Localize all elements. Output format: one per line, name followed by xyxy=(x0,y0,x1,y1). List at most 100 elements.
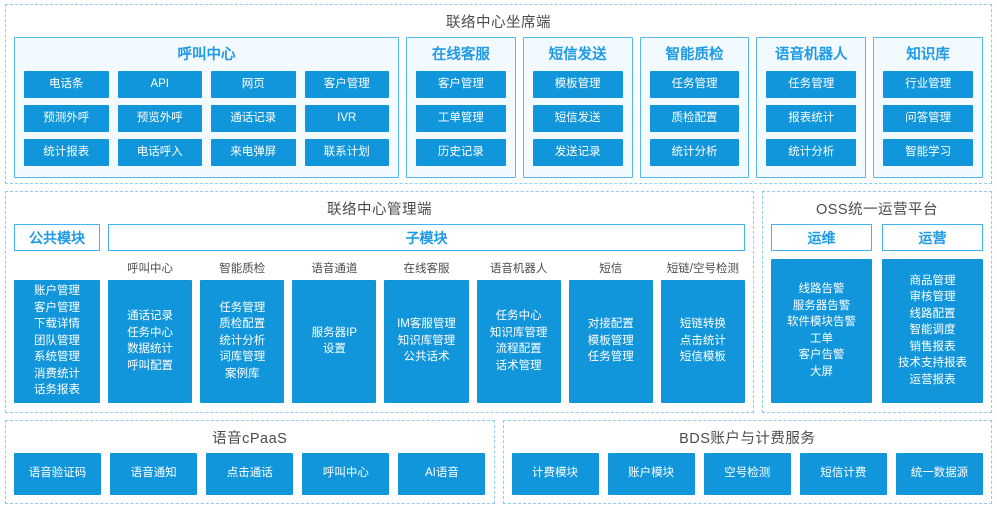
public-module-item[interactable]: 系统管理 xyxy=(34,351,80,364)
sub-module-item[interactable]: 短信模板 xyxy=(679,351,726,364)
sub-module-item[interactable]: 知识库管理 xyxy=(489,326,548,339)
oss-item[interactable]: 客户告警 xyxy=(798,349,845,361)
module-chip[interactable]: 发送记录 xyxy=(532,139,623,166)
bds-chip[interactable]: 账户模块 xyxy=(607,453,695,495)
oss-item[interactable]: 工单 xyxy=(810,332,833,345)
module-chip[interactable]: 来电弹屏 xyxy=(211,139,296,166)
voice-cpaas-chip[interactable]: AI语音 xyxy=(398,453,486,495)
sub-module-column-7: 短链/空号检测短链转换点击统计短信模板 xyxy=(660,259,745,403)
module-chip[interactable]: 任务管理 xyxy=(766,71,857,98)
module-chip[interactable]: 历史记录 xyxy=(416,139,506,166)
bds-chip[interactable]: 计费模块 xyxy=(511,453,599,495)
sub-module-column-items[interactable]: IM客服管理知识库管理公共话术 xyxy=(384,280,469,403)
sub-module-item[interactable]: IM客服管理 xyxy=(397,318,456,331)
sub-module-item[interactable]: 任务管理 xyxy=(587,351,634,364)
sub-module-column-items[interactable]: 服务器IP 设置 xyxy=(292,280,377,403)
oss-column-items[interactable]: 线路告警服务器告警软件模块告警工单客户告警大屏 xyxy=(771,259,872,403)
module-chip[interactable]: IVR xyxy=(304,105,389,132)
module-chip[interactable]: 短信发送 xyxy=(532,105,623,132)
oss-item[interactable]: 审核管理 xyxy=(909,291,956,304)
oss-item[interactable]: 线路配置 xyxy=(909,307,956,320)
sub-module-column-items[interactable]: 短链转换点击统计短信模板 xyxy=(660,280,745,403)
module-chip[interactable]: 工单管理 xyxy=(416,105,506,132)
bds-chip[interactable]: 短信计费 xyxy=(799,453,887,495)
voice-cpaas-chip[interactable]: 语音通知 xyxy=(110,453,198,495)
sub-module-item[interactable]: 词库管理 xyxy=(219,351,266,364)
public-module-item[interactable]: 团队管理 xyxy=(34,334,80,347)
section-management: 联络中心管理端 公共模块 子模块 账户管理客户管理下载详情团队管理系统管理消费统… xyxy=(5,191,754,413)
bds-chip[interactable]: 统一数据源 xyxy=(895,453,983,495)
sub-module-header[interactable]: 子模块 xyxy=(108,224,745,251)
oss-item[interactable]: 大屏 xyxy=(810,365,833,378)
public-module-item[interactable]: 下载详情 xyxy=(34,318,80,331)
voice-cpaas-chip[interactable]: 语音验证码 xyxy=(14,453,102,495)
sub-module-column-items[interactable]: 任务中心知识库管理流程配置话术管理 xyxy=(476,280,561,403)
sub-module-column-items[interactable]: 通话记录任务中心数据统计呼叫配置 xyxy=(108,280,193,403)
oss-item[interactable]: 运营报表 xyxy=(909,373,956,386)
module-chip[interactable]: 电话呼入 xyxy=(117,139,202,166)
public-module-items[interactable]: 账户管理客户管理下载详情团队管理系统管理消费统计话务报表 xyxy=(14,280,100,403)
sub-module-item[interactable]: 数据统计 xyxy=(127,343,174,355)
voice-cpaas-chip[interactable]: 点击通话 xyxy=(206,453,294,495)
sub-module-item[interactable]: 知识库管理 xyxy=(397,334,456,347)
sub-module-item[interactable]: 任务中心 xyxy=(495,310,542,322)
oss-column-items[interactable]: 商品管理审核管理线路配置智能调度销售报表技术支持报表运营报表 xyxy=(882,259,983,403)
module-chip[interactable]: 网页 xyxy=(211,71,296,98)
sub-module-item[interactable]: 质检配置 xyxy=(219,318,266,331)
module-chip[interactable]: 报表统计 xyxy=(766,105,857,132)
sub-module-item[interactable]: 案例库 xyxy=(224,367,260,380)
module-chip[interactable]: 智能学习 xyxy=(883,139,973,166)
module-chip[interactable]: 模板管理 xyxy=(532,71,623,98)
sub-module-column-items[interactable]: 对接配置模板管理任务管理 xyxy=(568,280,653,403)
module-chip[interactable]: 统计分析 xyxy=(766,139,857,166)
oss-column-header[interactable]: 运维 xyxy=(771,224,872,251)
module-chip[interactable]: 任务管理 xyxy=(649,71,740,98)
public-module-item[interactable]: 话务报表 xyxy=(34,384,80,397)
module-chip[interactable]: 客户管理 xyxy=(416,71,506,98)
sub-module-item[interactable]: 对接配置 xyxy=(587,318,634,331)
sub-module-item[interactable]: 短链转换 xyxy=(679,318,726,331)
sub-module-item[interactable]: 流程配置 xyxy=(495,343,542,355)
sub-module-item[interactable]: 任务管理 xyxy=(219,301,266,314)
module-chip[interactable]: 电话条 xyxy=(24,71,109,98)
sub-module-item[interactable]: 通话记录 xyxy=(127,310,174,322)
sub-module-item[interactable]: 模板管理 xyxy=(587,334,634,347)
sub-module-item[interactable]: 公共话术 xyxy=(403,351,450,364)
oss-item[interactable]: 智能调度 xyxy=(909,324,956,337)
public-module-item[interactable]: 账户管理 xyxy=(34,285,80,298)
bds-chip[interactable]: 空号检测 xyxy=(703,453,791,495)
module-chip[interactable]: 质检配置 xyxy=(649,105,740,132)
sub-module-item[interactable]: 统计分析 xyxy=(219,334,266,347)
oss-body: 运维线路告警服务器告警软件模块告警工单客户告警大屏运营商品管理审核管理线路配置智… xyxy=(771,224,983,403)
oss-item[interactable]: 商品管理 xyxy=(909,274,956,287)
public-module-item[interactable]: 客户管理 xyxy=(34,301,80,314)
module-chip[interactable]: 问答管理 xyxy=(883,105,973,132)
oss-item[interactable]: 技术支持报表 xyxy=(898,357,967,370)
oss-item[interactable]: 服务器告警 xyxy=(792,299,851,312)
module-chip[interactable]: 预览外呼 xyxy=(117,105,202,132)
oss-item[interactable]: 线路告警 xyxy=(798,283,845,295)
module-chip[interactable]: 客户管理 xyxy=(304,71,389,98)
sub-module-item[interactable]: 话术管理 xyxy=(495,359,542,372)
public-module-item[interactable]: 消费统计 xyxy=(34,367,80,380)
module-chip[interactable]: 预测外呼 xyxy=(24,105,109,132)
sub-module-item[interactable]: 点击统计 xyxy=(679,334,726,347)
module-chip[interactable]: API xyxy=(117,71,202,98)
oss-column-header[interactable]: 运营 xyxy=(882,224,983,251)
sub-module-column-items[interactable]: 任务管理质检配置统计分析词库管理案例库 xyxy=(200,280,285,403)
sub-module-item[interactable]: 呼叫配置 xyxy=(127,359,174,372)
module-chip[interactable]: 统计分析 xyxy=(649,139,740,166)
module-chip[interactable]: 通话记录 xyxy=(211,105,296,132)
sub-module-item[interactable]: 服务器IP xyxy=(311,326,358,339)
module-chip[interactable]: 行业管理 xyxy=(883,71,973,98)
oss-item[interactable]: 软件模块告警 xyxy=(787,316,856,328)
module-chip[interactable]: 统计报表 xyxy=(24,139,109,166)
sub-module-item[interactable]: 任务中心 xyxy=(127,326,174,339)
public-module-header[interactable]: 公共模块 xyxy=(14,224,100,251)
oss-item[interactable]: 销售报表 xyxy=(909,340,956,353)
voice-cpaas-chip[interactable]: 呼叫中心 xyxy=(302,453,390,495)
sub-module-item[interactable]: 设置 xyxy=(322,343,346,355)
module-chip[interactable]: 联系计划 xyxy=(304,139,389,166)
